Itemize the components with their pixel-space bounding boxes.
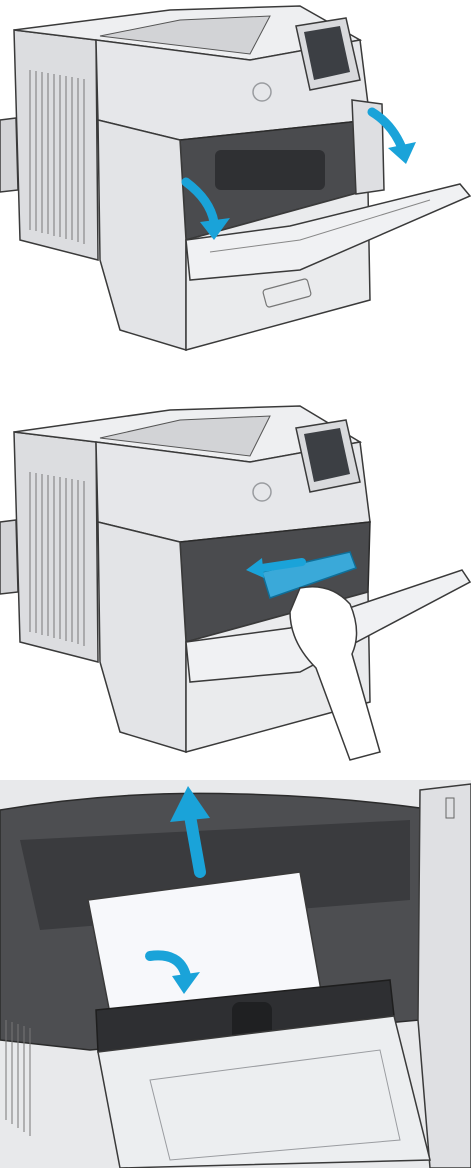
right-door [418,784,471,1168]
printer-remove-paper-drawing [0,780,471,1168]
printer-side-panel [14,432,98,662]
step-3-illustration [0,780,471,1168]
step-1-illustration [0,0,471,360]
toner-cartridge [215,150,325,190]
printer-open-door-drawing [0,0,471,360]
printer-side-panel [14,30,98,260]
step-2-illustration [0,392,471,766]
printer-remove-cartridge-drawing [0,392,471,766]
